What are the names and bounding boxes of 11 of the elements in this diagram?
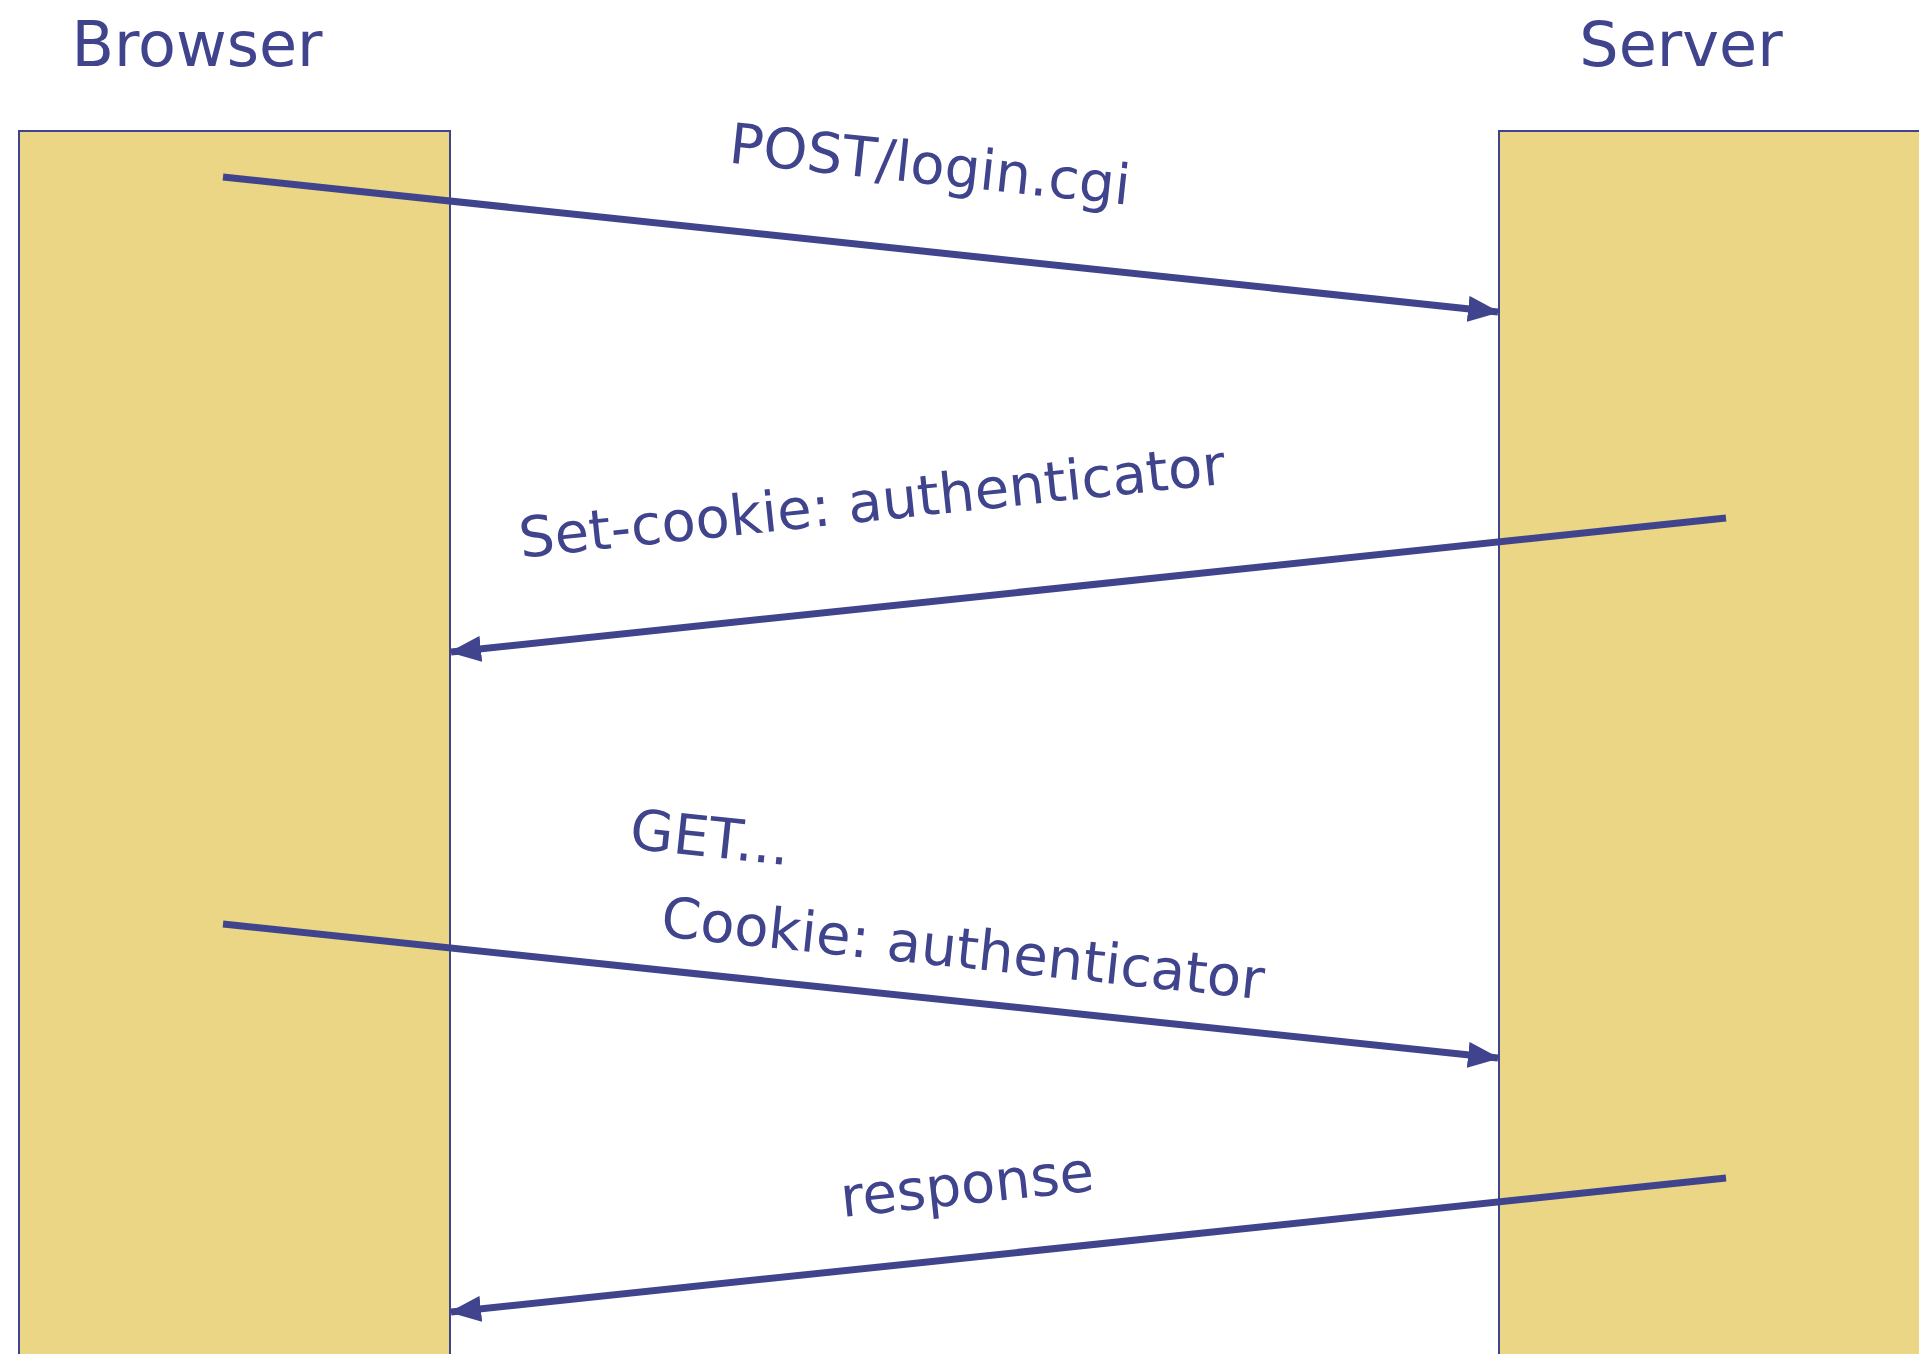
edge-label: Cookie: authenticator <box>658 885 1268 1013</box>
participant-title: Browser <box>71 8 323 83</box>
message-arrow <box>449 514 1727 662</box>
message-arrow <box>449 1174 1727 1322</box>
edge-label: response <box>837 1139 1097 1231</box>
participant-title: Server <box>1579 8 1783 83</box>
message-arrow <box>222 173 1500 322</box>
message-arrow <box>222 920 1500 1068</box>
message-label: GET... <box>627 797 793 879</box>
edge-label: POST/login.cgi <box>726 111 1134 219</box>
edge-label: Set-cookie: authenticator <box>515 432 1229 572</box>
